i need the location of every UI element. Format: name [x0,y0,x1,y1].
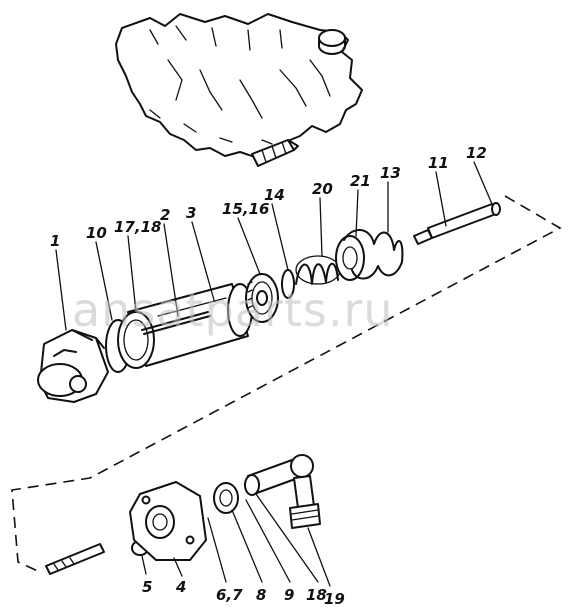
part-balljoint-hose [244,454,314,496]
callout-20: 20 [312,180,333,198]
part-spring-seat-21 [335,235,365,281]
callout-18: 18 [306,586,327,604]
callout-11: 11 [428,154,449,172]
leader-lines [55,161,493,587]
callout-8: 8 [256,586,266,604]
part-bolt-5 [45,543,105,575]
part-fitting-19 [289,475,321,529]
callout-5: 5 [142,578,152,596]
callout-13: 13 [380,164,401,182]
callout-1: 1 [50,232,60,250]
part-spring-13 [343,229,404,280]
callout-15-16: 15,16 [222,200,269,218]
part-rod-2 [141,311,211,335]
callout-9: 9 [284,586,294,604]
part-housing [37,329,109,403]
callout-17-18: 17,18 [114,218,161,236]
callout-19: 19 [324,590,345,608]
part-pushrod [413,202,501,245]
engine-outline [115,13,363,159]
part-seal-washer [213,482,239,514]
part-spring-20 [295,255,341,285]
callout-10: 10 [86,224,107,242]
callout-6-7: 6,7 [216,586,243,604]
callout-2: 2 [160,206,170,224]
callout-14: 14 [264,186,285,204]
installed-cylinder-view [251,139,299,167]
watermark: ansatparts.ru [72,283,394,337]
callouts: 1 10 17,18 2 3 15,16 14 20 21 13 11 12 5… [50,144,487,608]
callout-4: 4 [175,578,186,596]
callout-3: 3 [186,204,196,222]
assembly-boundary [11,195,562,573]
callout-12: 12 [466,144,487,162]
part-piston [245,273,279,323]
callout-21: 21 [350,172,371,190]
part-flange-4 [129,481,207,561]
